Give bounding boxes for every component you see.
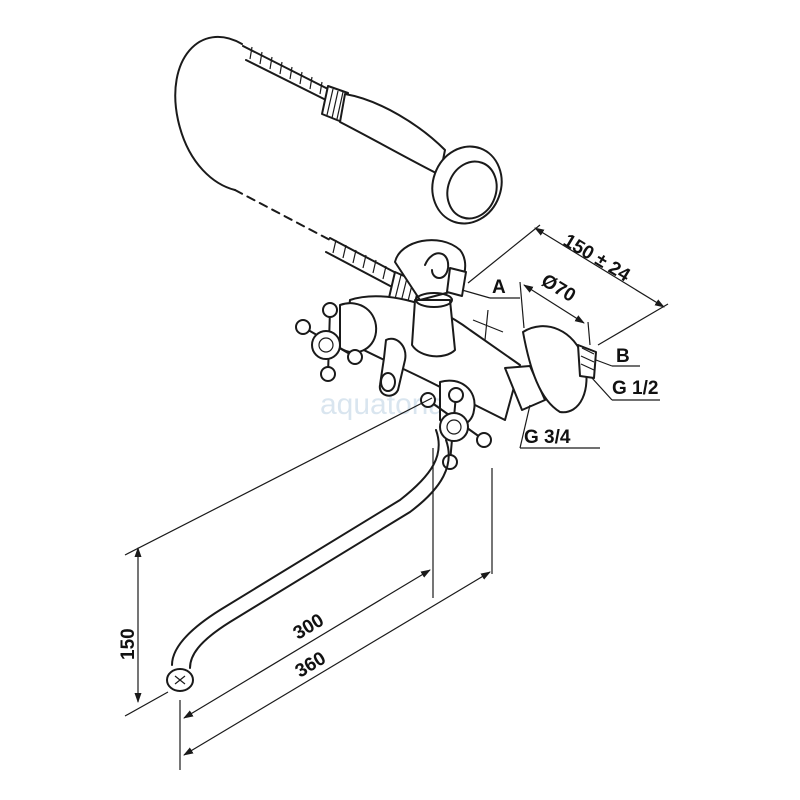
label-thread-inlet: G 1/2 — [612, 378, 658, 399]
label-b: B — [616, 346, 630, 367]
label-thread-outlet: G 3/4 — [524, 427, 571, 448]
dim-spout-height: 150 — [118, 628, 139, 660]
holder-hook — [424, 252, 450, 279]
hose-dashed — [234, 189, 331, 241]
dim-projection: 150 ± 24 — [559, 230, 633, 286]
left-cross-handle — [295, 302, 363, 382]
label-a: A — [492, 277, 506, 298]
hose-loop — [174, 36, 243, 191]
mixer-body — [339, 239, 597, 428]
right-cross-handle — [420, 387, 492, 470]
wall-rosette — [522, 325, 588, 414]
dim-spout-length-long: 360 — [292, 648, 330, 682]
labels: A B G 1/2 G 3/4 — [461, 277, 660, 449]
shower-handle — [339, 93, 446, 176]
dim-rosette-diameter: Ø70 — [537, 270, 579, 307]
main-body — [344, 295, 521, 421]
diverter-lever — [378, 337, 407, 397]
nut — [504, 365, 546, 411]
diverter-column — [411, 299, 456, 358]
hand-shower — [174, 36, 503, 241]
center-mark — [472, 309, 504, 341]
dim-spout-length-short: 300 — [290, 610, 328, 644]
hose-thread-top — [242, 45, 331, 103]
spout — [166, 429, 450, 692]
